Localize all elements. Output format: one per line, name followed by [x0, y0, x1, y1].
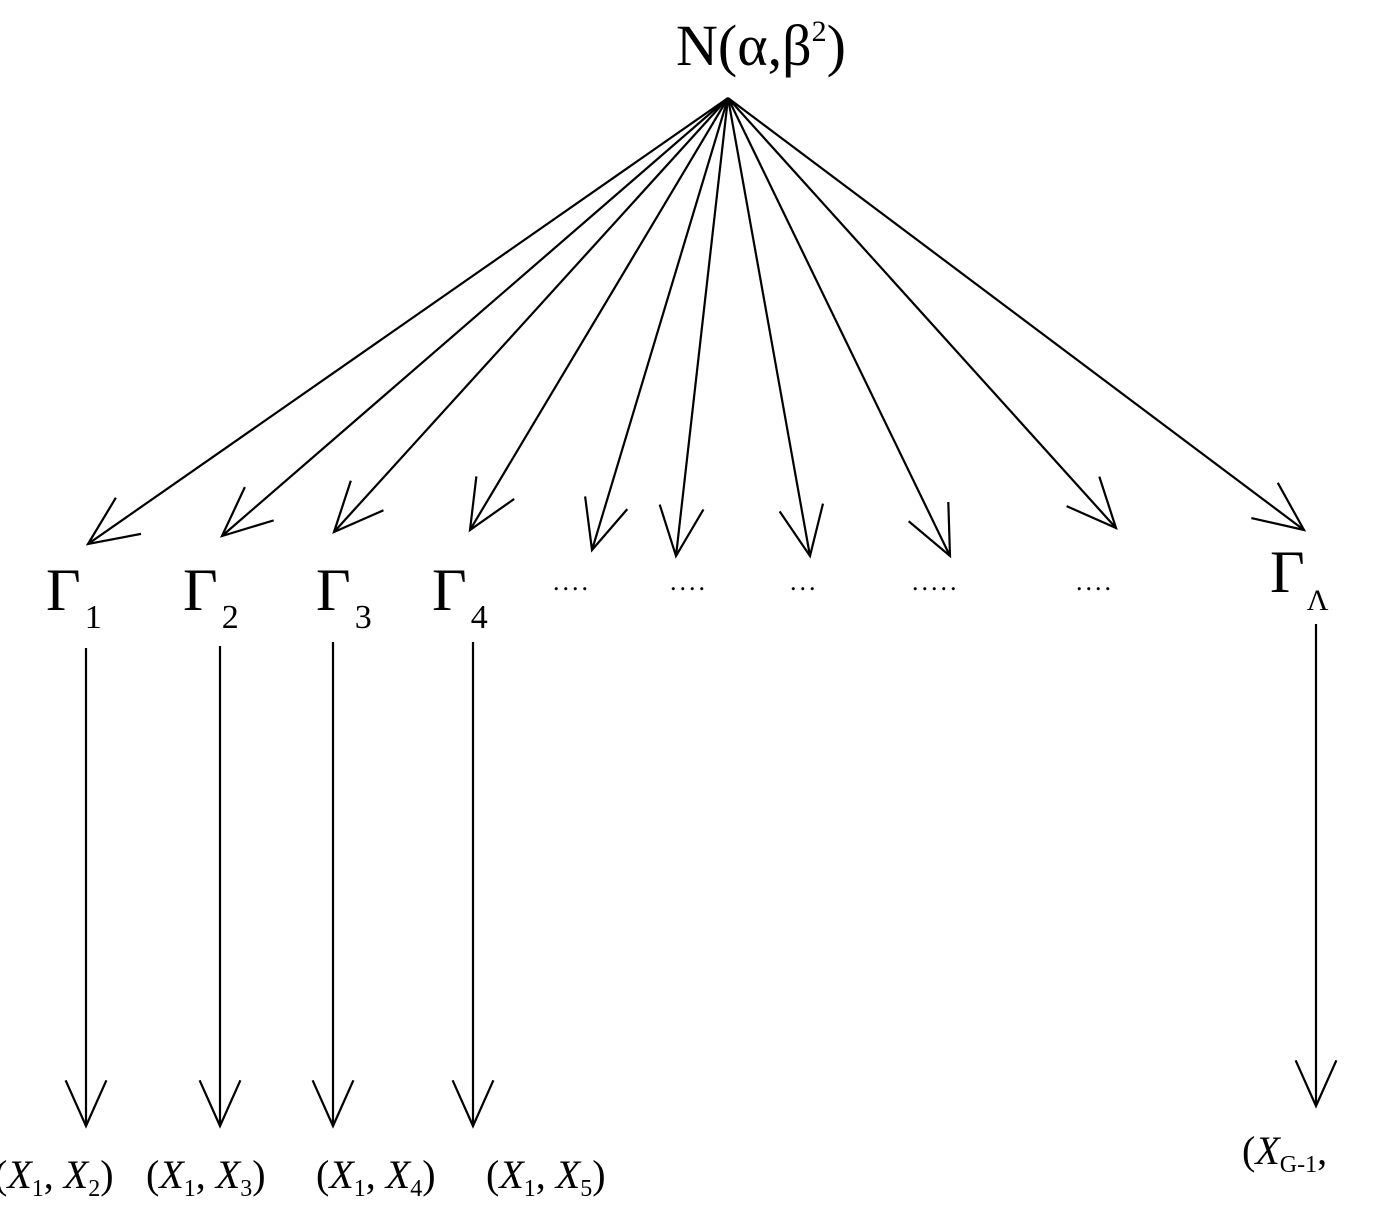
- arrow-root-to-branch-7: [726, 97, 825, 559]
- arrow-gamma-3-to-pair: [311, 642, 355, 1129]
- arrow-root-to-gamma-2: [219, 97, 729, 538]
- ellipsis-1: ....: [553, 567, 591, 596]
- leaf-pair-2: (X1, X3): [146, 1152, 266, 1202]
- arrow-gamma-2-to-pair: [198, 646, 242, 1129]
- arrow-root-to-gamma-1: [85, 97, 729, 546]
- arrow-gamma-1-to-pair: [64, 648, 108, 1129]
- ellipsis-2: ....: [670, 567, 708, 596]
- arrow-root-to-gamma-4: [468, 97, 729, 533]
- arrow-root-to-branch-9: [727, 97, 1118, 531]
- leaf-pair-1: (X1, X2): [0, 1152, 114, 1202]
- arrow-gamma-lambda-to-pair: [1294, 624, 1338, 1109]
- ellipsis-4: .....: [912, 567, 960, 596]
- leaf-pair-3: (X1, X4): [316, 1152, 436, 1202]
- leaf-pair-lambda: (XG-1,: [1242, 1128, 1327, 1178]
- arrow-root-to-branch-6: [658, 97, 730, 559]
- arrow-root-to-branch-8: [727, 97, 952, 559]
- root-label: N(α,β2): [676, 13, 846, 78]
- leaf-pair-4: (X1, X5): [486, 1152, 606, 1202]
- ellipsis-5: ....: [1076, 567, 1114, 596]
- arrow-root-to-branch-5: [584, 97, 730, 553]
- ellipsis-3: ...: [790, 567, 819, 596]
- arrow-root-to-gamma-3: [332, 97, 729, 534]
- arrow-root-to-gamma-lambda: [727, 97, 1307, 532]
- edges: [64, 97, 1338, 1129]
- arrow-gamma-4-to-pair: [451, 642, 495, 1129]
- node-gamma-lambda: ΓΛ: [1270, 539, 1329, 617]
